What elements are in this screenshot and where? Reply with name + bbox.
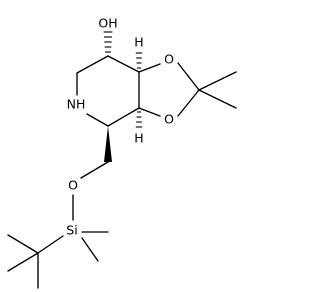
amine-label: NH xyxy=(67,97,86,112)
ring-oxygen-top-label: O xyxy=(164,52,174,67)
bond-methyl-2 xyxy=(198,89,237,109)
ether-oxygen-label: O xyxy=(68,178,78,193)
bond-c7a-o1 xyxy=(138,63,161,73)
bond-c6-c7 xyxy=(76,55,109,74)
bond-c4-n xyxy=(86,113,109,127)
ring-oxygen-bottom-label: O xyxy=(164,112,174,127)
bond-si-tbutyl xyxy=(37,235,64,254)
hashed-bond-c7-oh xyxy=(103,31,113,53)
bond-si-methyl-down xyxy=(81,237,99,262)
bond-o1-c2 xyxy=(177,62,200,91)
hydrogen-top-label: H xyxy=(134,35,143,50)
bond-ch2-o xyxy=(80,161,109,179)
bond-methyl-1 xyxy=(198,71,237,91)
hydroxyl-label: OH xyxy=(98,16,117,31)
bond-c3a-c4 xyxy=(107,107,140,127)
wedge-bond-c4-ch2 xyxy=(104,126,112,162)
bond-c7-c7a xyxy=(107,55,140,73)
hashed-bond-c7a-h xyxy=(135,52,143,69)
hashed-bond-c3a-h xyxy=(135,111,143,128)
silicon-label: Si xyxy=(66,223,77,238)
bond-tbutyl-methyl-1 xyxy=(7,234,39,254)
bond-tbutyl-methyl-2 xyxy=(7,252,39,272)
bond-o3-c3a xyxy=(138,107,161,117)
bond-c2-o3 xyxy=(177,89,200,117)
molecule-structure: OH O O NH O Si H H xyxy=(7,16,237,289)
hydrogen-bottom-label: H xyxy=(134,131,143,146)
